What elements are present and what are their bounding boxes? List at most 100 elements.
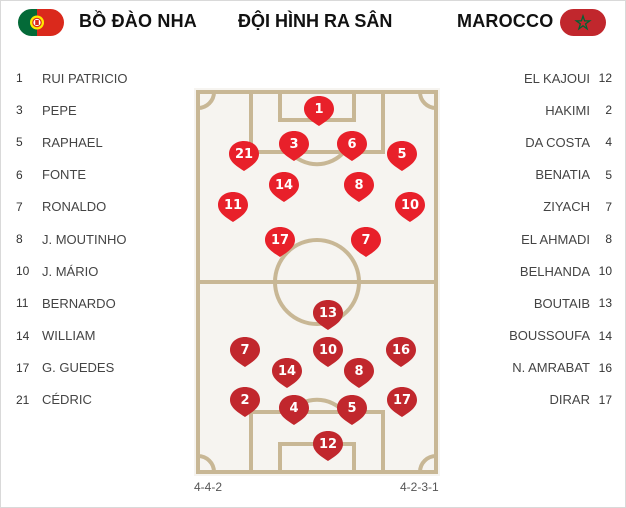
player-name: PEPE [42,102,77,118]
player-name: EL KAJOUI [524,70,590,86]
player-name: RUI PATRICIO [42,70,128,86]
home-player-marker: 14 [268,171,300,203]
player-name: ZIYACH [543,199,590,215]
marker-number: 6 [347,137,357,152]
player-number: 8 [605,232,612,247]
away-roster-row: DIRAR 17 [440,384,612,416]
marker-number: 13 [318,306,338,321]
marker-number: 5 [397,147,407,162]
away-player-marker: 16 [385,336,417,368]
home-player-marker: 7 [350,226,382,258]
home-team-name: BỒ ĐÀO NHA [79,11,197,31]
home-player-marker: 8 [343,171,375,203]
player-name: EL AHMADI [521,231,590,247]
player-number: 5 [605,167,612,182]
away-player-marker: 13 [312,299,344,331]
away-roster-row: BOUSSOUFA 14 [440,320,612,352]
player-name: DA COSTA [525,134,590,150]
home-player-marker: 11 [217,191,249,223]
marker-number: 16 [391,343,411,358]
home-player-marker: 5 [386,140,418,172]
player-number: 7 [16,199,23,214]
marker-number: 8 [354,364,364,379]
home-roster-row: 10 J. MÁRIO [16,255,186,287]
page-title: ĐỘI HÌNH RA SÂN [238,11,393,31]
player-name: N. AMRABAT [512,360,590,376]
player-number: 8 [16,232,23,247]
marker-number: 10 [400,198,420,213]
home-player-marker: 17 [264,226,296,258]
away-roster-row: ZIYACH 7 [440,191,612,223]
away-formation: 4-2-3-1 [400,480,439,494]
home-player-marker: 3 [278,130,310,162]
home-roster-row: 1 RUI PATRICIO [16,62,186,94]
player-number: 11 [16,296,29,311]
player-number: 13 [598,296,612,311]
player-name: CÉDRIC [42,392,92,408]
marker-number: 7 [240,343,250,358]
away-player-marker: 5 [336,394,368,426]
home-player-marker: 21 [228,140,260,172]
player-name: WILLIAM [42,328,96,344]
player-name: BERNARDO [42,295,116,311]
player-number: 5 [16,135,23,150]
home-player-marker: 10 [394,191,426,223]
home-roster-row: 3 PEPE [16,94,186,126]
player-number: 2 [605,103,612,118]
player-name: BELHANDA [519,263,590,279]
player-name: BOUTAIB [533,295,590,311]
player-number: 10 [16,264,30,279]
away-roster-row: BENATIA 5 [440,159,612,191]
player-number: 17 [598,392,612,407]
player-name: RAPHAEL [42,134,103,150]
player-number: 4 [605,135,612,150]
away-roster-row: HAKIMI 2 [440,94,612,126]
away-roster-row: BOUTAIB 13 [440,287,612,319]
away-roster-row: DA COSTA 4 [440,126,612,158]
player-name: DIRAR [549,392,590,408]
marker-number: 21 [234,147,254,162]
marker-number: 14 [277,364,297,379]
player-number: 3 [16,103,23,118]
player-number: 12 [598,71,612,86]
away-roster-row: EL AHMADI 8 [440,223,612,255]
player-number: 16 [598,360,612,375]
marker-number: 7 [361,233,371,248]
player-name: J. MÁRIO [42,263,99,279]
marker-number: 17 [270,233,290,248]
player-number: 17 [16,360,30,375]
away-roster: EL KAJOUI 12 HAKIMI 2 DA COSTA 4 BENATIA 5 Z… [440,62,612,416]
marker-number: 11 [223,198,243,213]
portugal-flag-icon [18,9,64,36]
away-player-marker: 17 [386,386,418,418]
player-number: 7 [605,199,612,214]
home-player-marker: 1 [303,95,335,127]
marker-number: 8 [354,178,364,193]
away-player-marker: 7 [229,336,261,368]
marker-number: 5 [347,401,357,416]
player-name: BENATIA [535,167,590,183]
marker-number: 3 [289,137,299,152]
marker-number: 2 [240,393,250,408]
away-team-name: MAROCCO [457,11,554,31]
away-roster-row: N. AMRABAT 16 [440,352,612,384]
home-roster-row: 14 WILLIAM [16,320,186,352]
player-number: 1 [16,71,23,86]
away-player-marker: 14 [271,357,303,389]
morocco-flag-icon [560,9,606,36]
marker-number: 14 [274,178,294,193]
marker-number: 4 [289,401,299,416]
away-player-marker: 4 [278,394,310,426]
player-name: HAKIMI [545,102,590,118]
player-name: BOUSSOUFA [509,328,590,344]
home-formation: 4-4-2 [194,480,223,494]
player-number: 14 [16,328,30,343]
marker-number: 10 [318,343,338,358]
marker-number: 12 [318,437,338,452]
player-number: 14 [598,328,612,343]
